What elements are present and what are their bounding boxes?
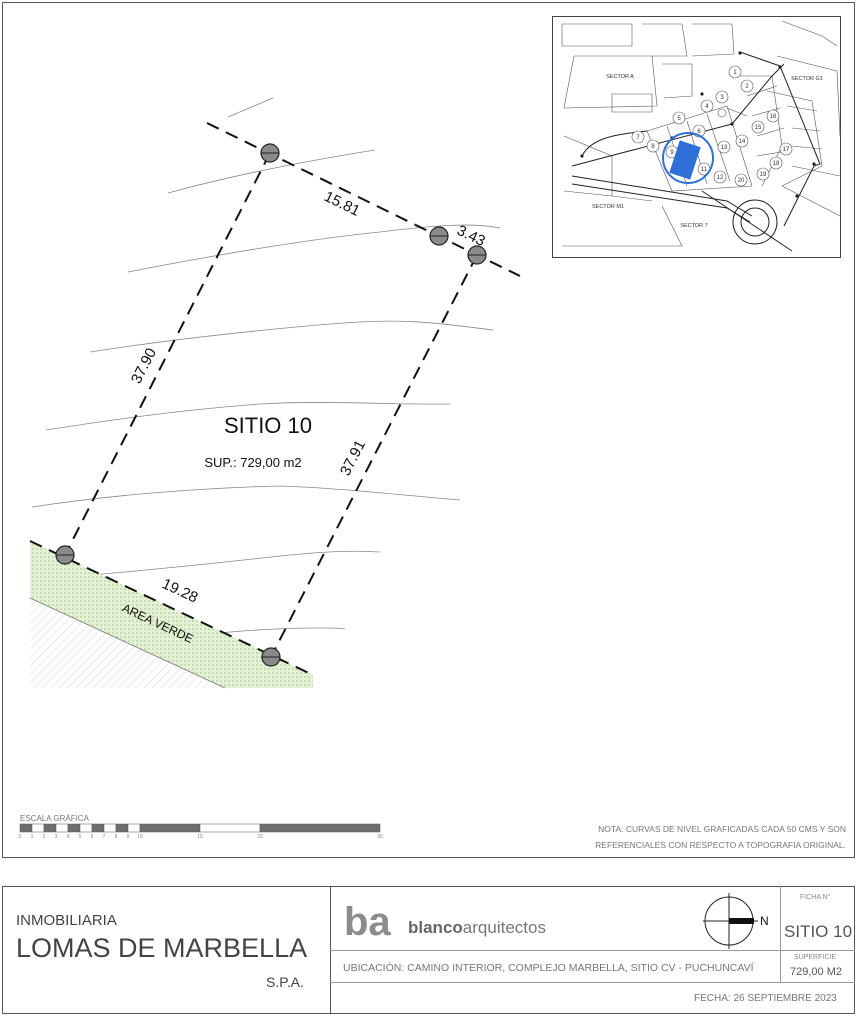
svg-text:17: 17 xyxy=(783,147,790,153)
svg-text:2: 2 xyxy=(745,84,749,90)
ba-logo-mark: ba xyxy=(344,904,391,940)
lot-area: SUP.: 729,00 m2 xyxy=(204,455,301,470)
lot-title: SITIO 10 xyxy=(224,413,312,438)
svg-text:3: 3 xyxy=(720,95,724,101)
svg-text:8: 8 xyxy=(651,144,655,150)
svg-text:5: 5 xyxy=(677,116,681,122)
svg-text:9: 9 xyxy=(670,150,674,156)
svg-text:8: 8 xyxy=(115,834,118,840)
svg-text:7: 7 xyxy=(636,135,640,141)
firm-name-light: arquitectos xyxy=(462,918,546,937)
surface-value: 729,00 M2 xyxy=(790,966,842,978)
svg-text:6: 6 xyxy=(91,834,94,840)
svg-text:6: 6 xyxy=(697,129,701,135)
topo-note-line1: NOTA: CURVAS DE NIVEL GRAFICADAS CADA 50… xyxy=(598,824,846,834)
firm-name-bold: blanco xyxy=(408,918,463,937)
location-text: UBICACIÓN: CAMINO INTERIOR, COMPLEJO MAR… xyxy=(343,962,754,974)
svg-text:4: 4 xyxy=(67,834,70,840)
svg-text:20: 20 xyxy=(738,178,745,184)
svg-text:30: 30 xyxy=(377,834,383,840)
location-map: 1 2 3 4 5 6 7 8 9 11 12 13 14 15 16 17 1… xyxy=(552,16,841,258)
svg-text:0: 0 xyxy=(19,834,22,840)
svg-text:15: 15 xyxy=(197,834,203,840)
svg-text:11: 11 xyxy=(701,167,708,173)
highlight-ring xyxy=(662,132,714,184)
topo-note-line2: REFERENCIALES CON RESPECTO A TOPOGRAFIA … xyxy=(595,840,846,850)
north-label: N xyxy=(760,914,769,928)
svg-text:1: 1 xyxy=(31,834,34,840)
svg-text:7: 7 xyxy=(103,834,106,840)
north-arrow-icon: N xyxy=(703,893,769,949)
sector-a-label: SECTOR A xyxy=(606,74,634,80)
site-plan: 15.81 3.43 37.90 37.91 19.28 AREA VERDE … xyxy=(19,97,846,850)
svg-text:18: 18 xyxy=(773,161,780,167)
scale-ticks: 0 1 2 3 4 5 6 7 8 9 10 15 20 30 xyxy=(19,834,383,840)
sheet-value: SITIO 10 xyxy=(784,922,853,941)
scale-bar xyxy=(19,823,381,833)
svg-text:20: 20 xyxy=(257,834,263,840)
dim-right: 37.91 xyxy=(337,437,369,478)
dim-left: 37.90 xyxy=(128,345,160,386)
svg-text:5: 5 xyxy=(79,834,82,840)
svg-text:14: 14 xyxy=(739,139,746,145)
surface-label: SUPERFICIE xyxy=(794,954,837,961)
drawing-frame xyxy=(2,2,855,858)
sector-7-label: SECTOR 7 xyxy=(680,223,707,229)
svg-text:12: 12 xyxy=(717,175,724,181)
sector-m1-label: SECTOR M1 xyxy=(592,204,624,210)
svg-text:9: 9 xyxy=(127,834,130,840)
highlighted-lot xyxy=(669,140,701,180)
company-line1: INMOBILIARIA xyxy=(16,912,117,929)
svg-text:ba: ba xyxy=(344,904,391,940)
sheet-label: FICHA N° xyxy=(800,894,831,901)
svg-text:1: 1 xyxy=(733,70,737,76)
company-line2: LOMAS DE MARBELLA xyxy=(16,933,308,963)
scale-label: ESCALA GRÁFICA xyxy=(20,814,90,823)
company-line3: S.P.A. xyxy=(266,974,304,990)
svg-text:15: 15 xyxy=(755,125,762,131)
svg-text:10: 10 xyxy=(137,834,143,840)
sector-g1-label: SECTOR G1 xyxy=(791,76,823,82)
date-text: FECHA: 26 SEPTIEMBRE 2023 xyxy=(694,993,837,1004)
svg-text:16: 16 xyxy=(770,114,777,120)
svg-text:19: 19 xyxy=(760,172,767,178)
dim-top: 15.81 xyxy=(321,188,362,220)
dim-bottom: 19.28 xyxy=(159,575,200,606)
green-area xyxy=(30,541,313,688)
svg-text:13: 13 xyxy=(721,145,728,151)
svg-text:3: 3 xyxy=(55,834,58,840)
svg-text:4: 4 xyxy=(705,104,709,110)
svg-text:2: 2 xyxy=(43,834,46,840)
